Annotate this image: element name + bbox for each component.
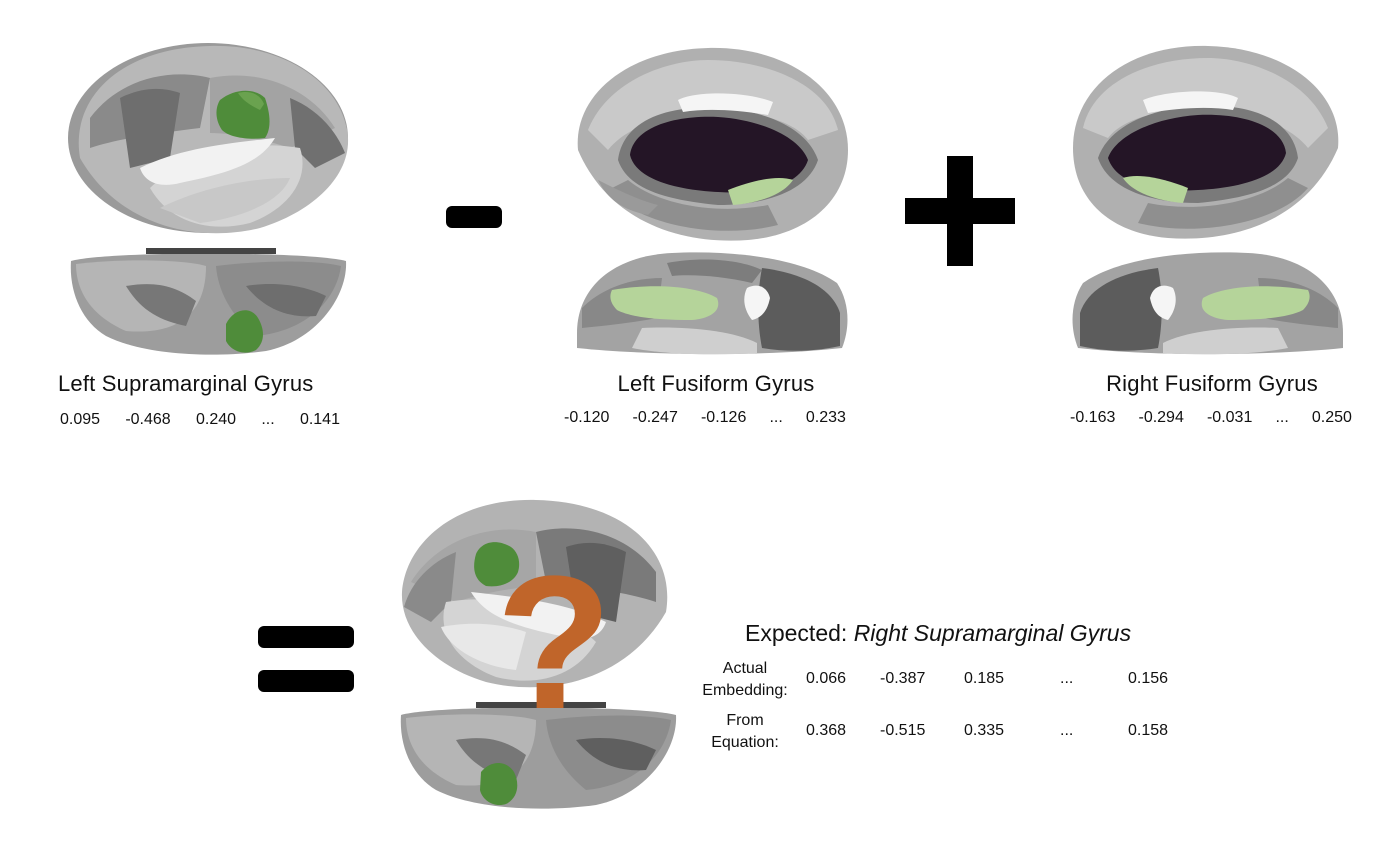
- vector-value: -0.163: [1070, 409, 1116, 426]
- vector-ellipsis: ...: [1060, 670, 1074, 687]
- result-ventral-brain: [400, 702, 677, 809]
- region-vector-left-fusiform: -0.120 -0.247 -0.126 ... 0.233: [564, 409, 846, 427]
- result-lateral-brain: [401, 499, 668, 688]
- vector-ellipsis: ...: [769, 409, 783, 426]
- vector-value: -0.120: [564, 409, 610, 426]
- from-equation-label: From Equation:: [711, 712, 779, 751]
- equals-operator: [258, 626, 354, 692]
- expected-region-name: Right Supramarginal Gyrus: [853, 620, 1132, 646]
- region-title-left-fusiform: Left Fusiform Gyrus: [617, 371, 815, 396]
- vector-value: 0.335: [964, 722, 1005, 739]
- left-supramarginal-ventral-brain: [70, 248, 347, 355]
- left-fusiform-ventral-brain: [577, 252, 848, 355]
- actual-embedding-label: Actual Embedding:: [702, 660, 788, 699]
- vector-value: 0.066: [806, 670, 847, 687]
- vector-value: -0.294: [1138, 409, 1184, 426]
- question-mark: ?: [496, 537, 613, 749]
- vector-value: 0.185: [964, 670, 1005, 687]
- vector-value: 0.240: [195, 411, 237, 428]
- region-vector-right-fusiform: -0.163 -0.294 -0.031 ... 0.250: [1070, 409, 1352, 427]
- region-title-left-supramarginal: Left Supramarginal Gyrus: [58, 371, 314, 396]
- region-title-right-fusiform: Right Fusiform Gyrus: [1106, 371, 1318, 396]
- vector-value: 0.141: [299, 411, 340, 428]
- right-fusiform-ventral-brain: [1072, 252, 1343, 355]
- vector-value: -0.031: [1206, 409, 1253, 426]
- left-fusiform-medial-brain: [577, 47, 848, 241]
- expected-heading: Expected: Right Supramarginal Gyrus: [745, 620, 1131, 647]
- vector-value: 0.158: [1128, 722, 1169, 739]
- vector-ellipsis: ...: [1275, 409, 1289, 426]
- left-supramarginal-lateral-brain: [68, 43, 349, 234]
- plus-operator: [905, 156, 1015, 266]
- minus-operator: [446, 206, 502, 228]
- vector-value: 0.368: [806, 722, 847, 739]
- expected-prefix: Expected:: [745, 620, 848, 646]
- right-fusiform-medial-brain: [1073, 45, 1339, 239]
- vector-value: 0.233: [805, 409, 846, 426]
- vector-value: -0.468: [125, 411, 171, 428]
- region-vector-left-supramarginal: 0.095 -0.468 0.240 ... 0.141: [60, 411, 340, 429]
- vector-value: -0.247: [632, 409, 678, 426]
- vector-value: -0.515: [880, 722, 926, 739]
- vector-value: 0.156: [1128, 670, 1169, 687]
- vector-value: 0.250: [1311, 409, 1352, 426]
- vector-value: 0.095: [60, 411, 101, 428]
- vector-ellipsis: ...: [261, 411, 275, 428]
- vector-value: -0.387: [880, 670, 926, 687]
- vector-ellipsis: ...: [1060, 722, 1074, 739]
- vector-value: -0.126: [700, 409, 747, 426]
